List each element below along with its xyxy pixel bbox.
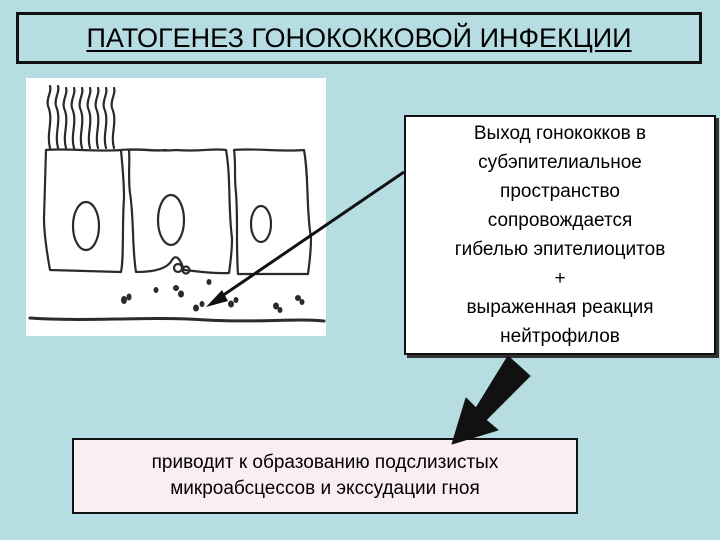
cilia (46, 84, 116, 150)
description-line: выраженная реакция (466, 297, 654, 318)
nucleus-1 (71, 200, 101, 252)
result-line: микроабсцессов и экссудации гноя (170, 478, 480, 499)
description-line: Выход гонококков в (473, 123, 647, 144)
slide-title: ПАТОГЕНЕЗ ГОНОКОККОВОЙ ИНФЕКЦИИ (86, 22, 632, 53)
epithelium-drawing (28, 84, 326, 323)
description-line: сопровождается (487, 210, 633, 231)
epithelium-illustration (26, 78, 326, 336)
description-box: Выход гонококков в субэпителиальное прос… (404, 115, 716, 355)
nucleus-3 (249, 204, 273, 244)
basement-membrane (28, 316, 326, 323)
title-banner: ПАТОГЕНЕЗ ГОНОКОККОВОЙ ИНФЕКЦИИ (16, 12, 702, 64)
epithelial-cell-1 (42, 148, 126, 274)
epithelial-cell-3 (232, 148, 313, 276)
result-arrow (451, 355, 531, 445)
gonococci (121, 279, 305, 313)
nucleus-2 (156, 193, 186, 247)
epithelial-cell-2 (127, 148, 234, 275)
plus-sign: + (554, 268, 566, 289)
description-line: пространство (500, 181, 620, 202)
description-line: нейтрофилов (500, 326, 620, 347)
description-line: субэпителиальное (478, 152, 642, 173)
result-line: приводит к образованию подслизистых (151, 452, 499, 473)
description-line: гибелью эпителиоцитов (454, 239, 666, 260)
result-box: приводит к образованию подслизистых микр… (72, 438, 578, 514)
